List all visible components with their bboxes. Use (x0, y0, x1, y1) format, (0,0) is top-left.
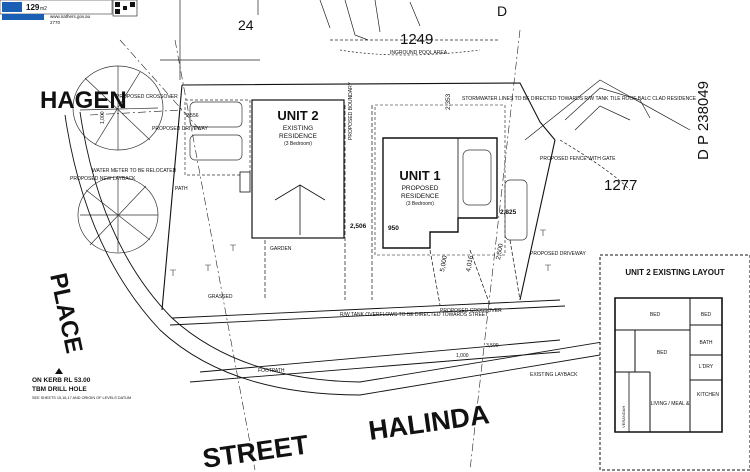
badge-site: www.nathers.gov.au (50, 14, 91, 19)
label-footpath: FOOTPATH (258, 368, 285, 374)
label-new-layback: PROPOSED NEW LAYBACK (70, 176, 136, 182)
tbm-line3: SEE SHEETS 15,16,17 AND ORIGIN OF LEVELS… (32, 396, 131, 400)
legend-title: UNIT 2 EXISTING LAYOUT (625, 268, 724, 277)
dim-2825: 2,825 (500, 209, 517, 216)
unit2-line1: EXISTING (283, 125, 313, 132)
street-name-halinda: HALINDA (367, 399, 491, 446)
label-stormwater: STORMWATER LINES TO BE DIRECTED TOWARDS … (462, 96, 609, 102)
lot-24: 24 (238, 17, 254, 33)
unit1-line1: PROPOSED (402, 185, 439, 192)
legend-bed-1: BED (650, 312, 661, 318)
unit2-line3: (3 Bedroom) (284, 141, 312, 147)
tbm-line2: TBM DRILL HOLE (32, 386, 87, 393)
street-kerb (64, 111, 750, 396)
dim-1000-a: 1,000 (100, 111, 106, 124)
dp-number: D P 238049 (695, 81, 712, 160)
lot-1249: 1249 (400, 31, 433, 48)
dim-5000: 5,000 (439, 255, 449, 273)
unit1-line3: (3 Bedroom) (406, 201, 434, 207)
unit2-building (251, 99, 345, 239)
label-existing-layback: EXISTING LAYBACK (530, 372, 578, 378)
street-name-hagen: HAGEN (40, 87, 127, 114)
legend-living: LIVING / MEAL & (651, 401, 690, 407)
unit1-line2: RESIDENCE (401, 193, 440, 200)
label-proposed-boundary: PROPOSED BOUNDARY (348, 81, 354, 140)
corner-d: D (497, 3, 507, 19)
legend-panel (599, 254, 750, 471)
site-boundary (161, 82, 556, 311)
dim-950: 950 (388, 225, 399, 232)
dim-2506: 2,506 (350, 223, 367, 230)
tbm-triangle-icon (55, 368, 63, 374)
unit2-line2: RESIDENCE (279, 133, 318, 140)
legend-bed-2: BED (701, 312, 712, 318)
label-proposed-crossover-top: PROPOSED CROSSOVER (116, 94, 178, 100)
label-grassed: GRASSED (208, 294, 233, 300)
badge-number: 129 (26, 3, 40, 12)
legend-bath: BATH (700, 340, 713, 346)
unit2-title: UNIT 2 (277, 108, 318, 123)
dim-3500: 3,500 (486, 343, 499, 349)
label-proposed-fence: PROPOSED FENCE WITH GATE (540, 156, 616, 162)
unit1-building (374, 104, 528, 256)
legend-verandah: VERANDAH (621, 406, 626, 428)
label-path: PATH (175, 186, 188, 192)
unit1-title: UNIT 1 (399, 168, 440, 183)
nathers-badge: 129 m2 www.nathers.gov.au 2770 (0, 0, 138, 25)
label-proposed-crossover-bottom: PROPOSED CROSSOVER (440, 308, 502, 314)
label-rw-tank: R/W TANK OVERFLOWS TO BE DIRECTED TOWARD… (340, 312, 488, 318)
tbm-line1: ON KERB RL 53.00 (32, 377, 91, 384)
label-inground-pool: INGROUND POOL AREA (390, 50, 448, 56)
lot-1277: 1277 (604, 177, 637, 194)
legend-ldry: L'DRY (699, 364, 714, 370)
dim-2500: 2,500 (495, 243, 505, 261)
label-proposed-driveway-right: PROPOSED DRIVEWAY (530, 251, 587, 257)
street-name-place: PLACE (44, 271, 87, 356)
badge-suffix: m2 (40, 6, 47, 12)
dim-2353: 2,353 (445, 93, 452, 110)
legend-kitchen: KITCHEN (697, 392, 719, 398)
legend-bed-3: BED (657, 350, 668, 356)
label-tile-roof: TILE ROOF BALC CLAD RESIDENCE (610, 96, 697, 102)
street-name-street: STREET (201, 429, 311, 472)
label-garden: GARDEN (270, 246, 292, 252)
badge-code: 2770 (50, 20, 61, 25)
tree-icon (72, 65, 164, 254)
label-proposed-driveway-left: PROPOSED DRIVEWAY (152, 126, 209, 132)
label-water-meter: WATER METER TO BE RELOCATED (92, 168, 177, 174)
dim-1000-b: 1,000 (456, 353, 469, 359)
dim-4016: 4,016 (465, 255, 475, 273)
dim-2556: 2,556 (186, 113, 199, 119)
